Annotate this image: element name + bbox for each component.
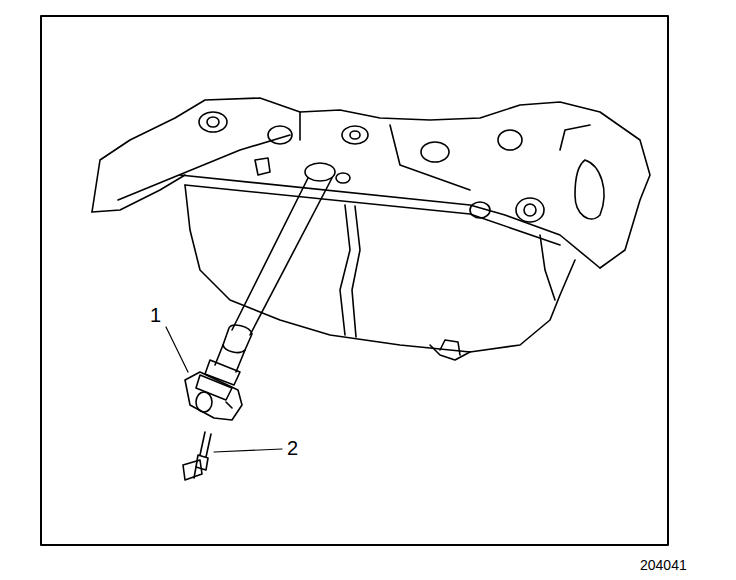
oil-pan [180,175,600,360]
callout-number: 1 [150,305,161,325]
frame [41,16,668,545]
leader-line [214,449,282,452]
callout-number: 2 [287,438,298,458]
bolt [183,432,211,480]
dipstick-tube [185,163,350,420]
engine-block [92,98,650,268]
leader-line [166,327,188,372]
figure-number: 204041 [640,558,687,572]
